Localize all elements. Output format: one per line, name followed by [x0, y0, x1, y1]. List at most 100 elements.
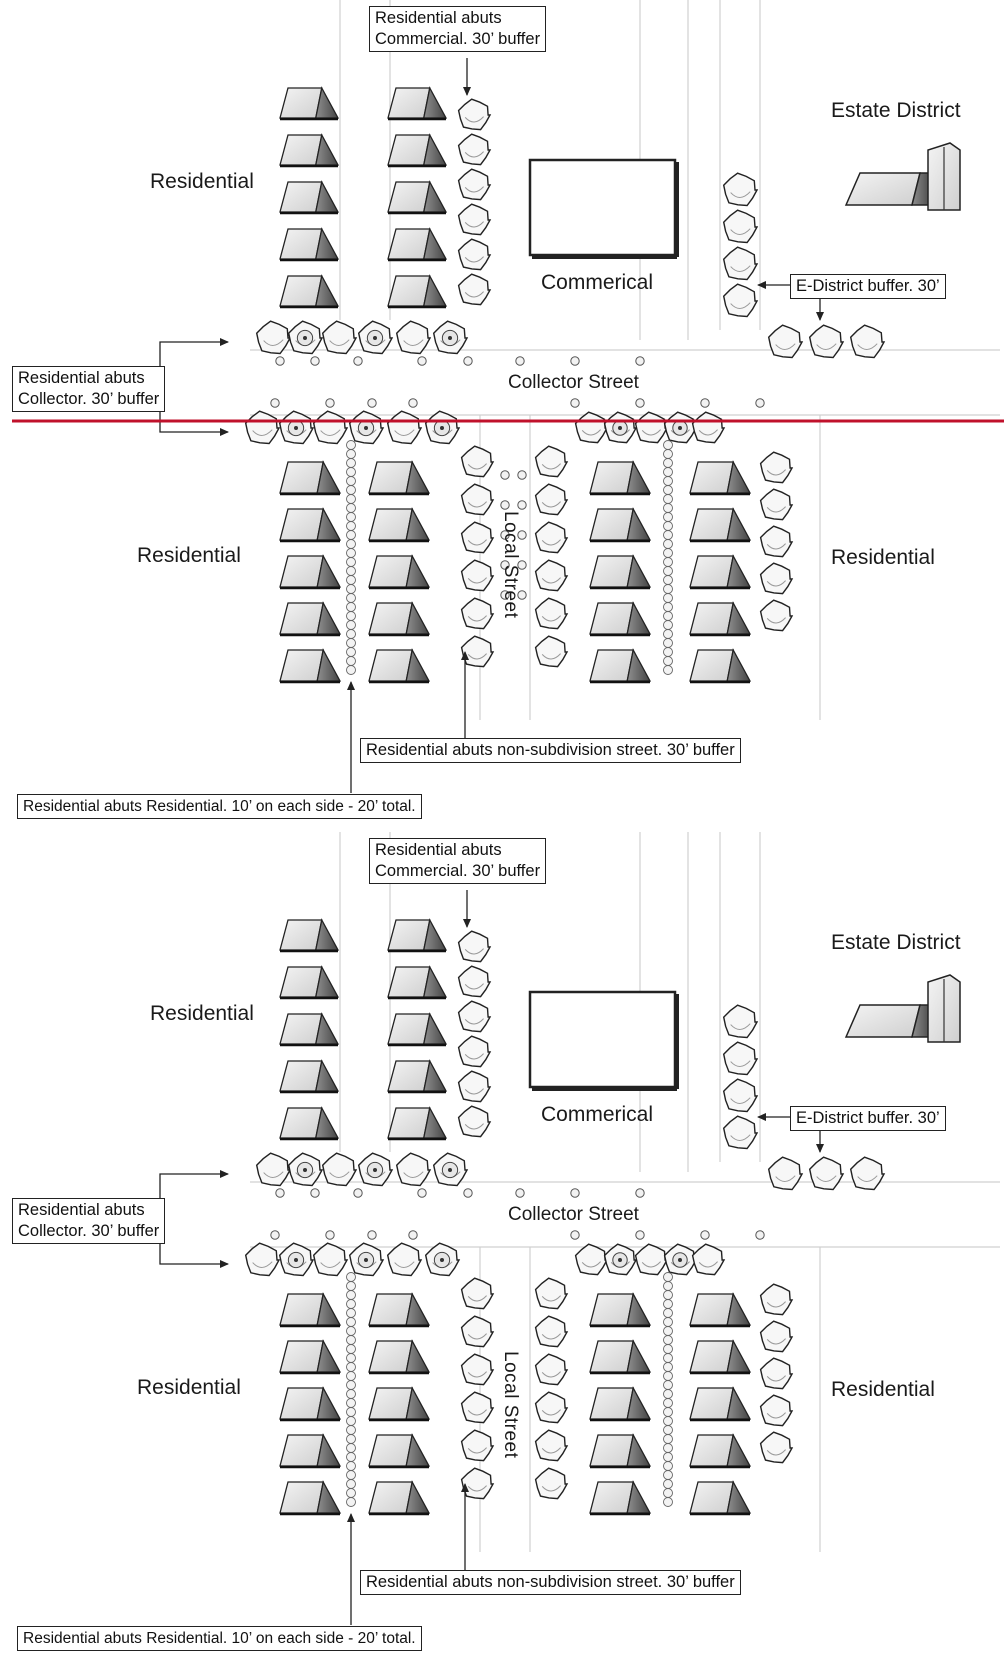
tree-shade — [464, 1018, 484, 1025]
house — [589, 1292, 652, 1328]
house — [368, 601, 431, 637]
house-roof-left — [589, 649, 634, 682]
hedge-shrub — [346, 566, 356, 576]
house — [279, 1339, 342, 1375]
zone-label-residential-se: Residential — [831, 1378, 935, 1401]
house — [387, 86, 448, 121]
house-roof-left — [368, 649, 413, 682]
tree-canopy — [460, 1277, 495, 1310]
hedge-shrub — [346, 1416, 356, 1426]
shrub — [367, 398, 377, 408]
tree — [759, 562, 794, 595]
tree-canopy — [534, 559, 569, 592]
tree-shade — [467, 463, 487, 470]
tree-canopy — [460, 1391, 495, 1424]
tree — [457, 1000, 492, 1033]
shrub — [500, 560, 510, 570]
tree — [722, 172, 759, 207]
hedge-shrub — [663, 584, 673, 594]
tree-canopy — [457, 1000, 492, 1033]
hedge-shrub — [346, 1380, 356, 1390]
hedge-shrub — [346, 503, 356, 513]
tree-shade — [730, 1097, 751, 1104]
tree — [457, 965, 492, 998]
tree — [460, 635, 495, 668]
hedge-shrub — [663, 1443, 673, 1453]
hedge-shrub — [346, 1407, 356, 1417]
hedge-shrub — [663, 602, 673, 612]
tree — [849, 1156, 886, 1191]
tree-canopy — [759, 1431, 794, 1464]
house-roof-left — [689, 1481, 734, 1514]
hedge-shrub — [663, 611, 673, 621]
house — [368, 1480, 431, 1516]
tree-canopy — [722, 209, 759, 244]
tree — [767, 324, 804, 359]
tree-canopy — [460, 483, 495, 516]
hedge-shrub — [663, 449, 673, 459]
tree — [348, 410, 385, 445]
tree-canopy — [759, 488, 794, 521]
hedge-shrub — [663, 458, 673, 468]
tree-shade — [541, 615, 561, 622]
tree-canopy — [759, 1394, 794, 1427]
tree — [278, 410, 315, 445]
shrub — [635, 398, 645, 408]
house-roof-left — [368, 1434, 413, 1467]
house-roof-left — [589, 602, 634, 635]
tree — [457, 930, 492, 963]
tree-canopy — [634, 411, 669, 444]
tree — [460, 559, 495, 592]
house — [368, 507, 431, 543]
house — [589, 1386, 652, 1422]
callout-res-commercial: Residential abuts Commercial. 30’ buffer — [369, 6, 547, 52]
house — [279, 1433, 342, 1469]
tree-shade — [730, 1060, 751, 1067]
tree-shade — [857, 343, 878, 350]
tree — [460, 483, 495, 516]
shrub — [463, 1188, 473, 1198]
tree-canopy — [767, 324, 804, 359]
callout-non-subdivision: Residential abuts non-subdivision street… — [360, 738, 741, 763]
house-roof-left — [387, 1013, 431, 1045]
tree-canopy — [534, 1429, 569, 1462]
hedge-shrub — [663, 1461, 673, 1471]
tree — [603, 1243, 638, 1276]
hedge-shrub — [663, 1317, 673, 1327]
house — [279, 1012, 340, 1047]
house-roof-left — [589, 508, 634, 541]
tree-canopy — [534, 483, 569, 516]
tree — [457, 1070, 492, 1103]
street-label-collector: Collector Street — [508, 1204, 639, 1225]
house — [589, 554, 652, 590]
hedge-shrub — [663, 1452, 673, 1462]
tree — [534, 1353, 569, 1386]
tree-center-dot — [678, 426, 682, 430]
tree-canopy — [849, 1156, 886, 1191]
house — [589, 507, 652, 543]
house-roof-left — [368, 1481, 413, 1514]
house-roof-left — [279, 602, 324, 635]
tree-shade — [403, 339, 424, 346]
site-features — [244, 86, 961, 1516]
house-roof-left — [387, 966, 431, 998]
tree-center-dot — [448, 1168, 452, 1172]
tree-canopy — [395, 320, 432, 355]
tree — [386, 1242, 423, 1277]
tree — [432, 1152, 469, 1187]
house — [589, 648, 652, 684]
hedge-shrub — [663, 476, 673, 486]
house — [387, 180, 448, 215]
hedge-shrub — [663, 1299, 673, 1309]
tree-shade — [464, 256, 484, 263]
house — [279, 1386, 342, 1422]
house — [589, 1480, 652, 1516]
tree-shade — [464, 948, 484, 955]
house — [589, 460, 652, 496]
tree-shade — [541, 1295, 561, 1302]
tree-canopy — [457, 98, 492, 131]
tree — [457, 168, 492, 201]
tree — [424, 1242, 461, 1277]
tree-shade — [730, 1134, 751, 1141]
